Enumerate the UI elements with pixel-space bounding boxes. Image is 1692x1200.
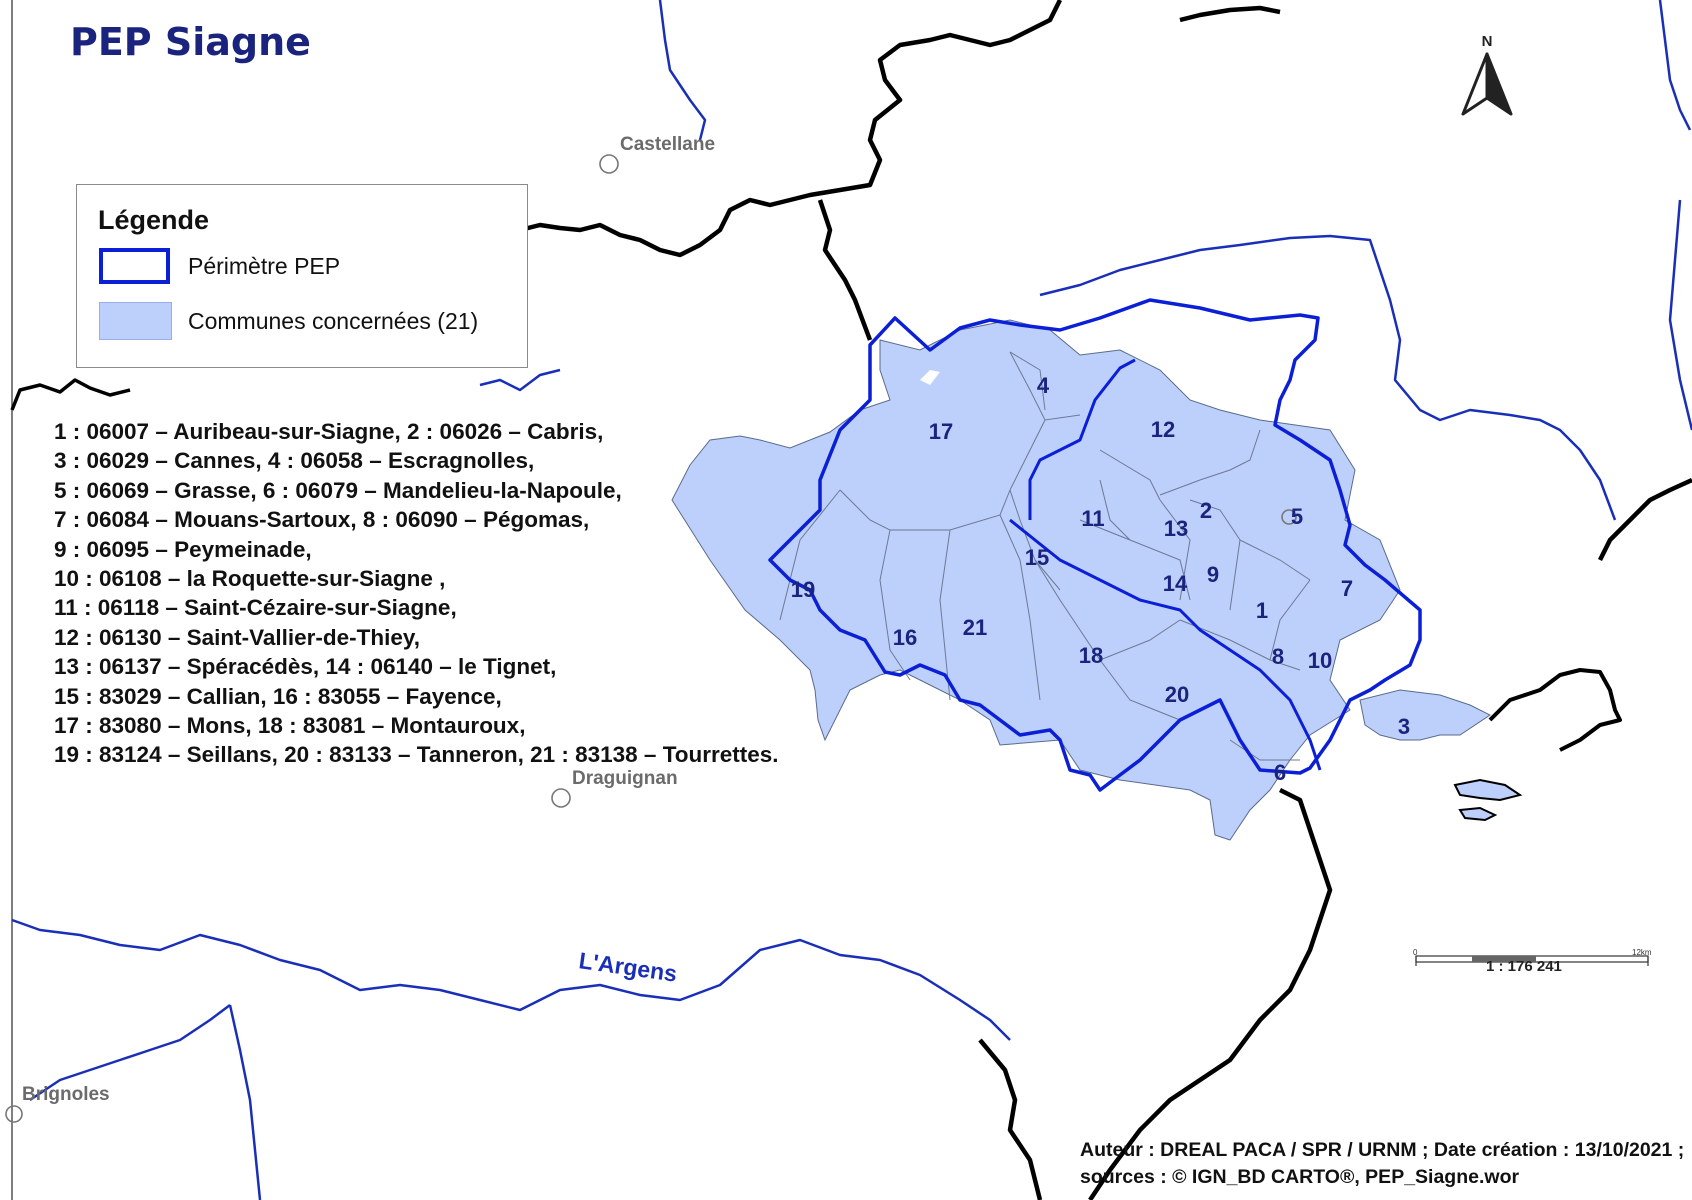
credits-line: sources : © IGN_BD CARTO®, PEP_Siagne.wo…	[1080, 1166, 1520, 1188]
coastline	[1488, 668, 1622, 752]
department-boundary	[519, 0, 1063, 258]
scale-ratio: 1 : 176 241	[1486, 958, 1562, 975]
commune-list-line: 17 : 83080 – Mons, 18 : 83081 – Montauro…	[54, 713, 526, 739]
scale-end-label: 12km	[1632, 948, 1652, 957]
town-marker-grasse	[1281, 509, 1297, 525]
commune-number: 19	[791, 577, 815, 602]
commune-number: 11	[1081, 506, 1104, 531]
commune-number: 2	[1200, 498, 1212, 523]
town-label-castellane: Castellane	[620, 134, 715, 155]
communes-area	[671, 319, 1491, 841]
commune-list: 1 : 06007 – Auribeau-sur-Siagne, 2 : 060…	[54, 417, 779, 770]
north-arrow-left	[1461, 52, 1489, 116]
commune-number: 10	[1308, 648, 1332, 673]
north-arrow-right	[1485, 52, 1513, 116]
commune-number: 7	[1341, 576, 1353, 601]
commune-list-line: 13 : 06137 – Spéracédès, 14 : 06140 – le…	[54, 654, 557, 680]
department-boundary-4	[1088, 787, 1333, 1200]
town-markers	[5, 154, 1297, 1123]
commune-list-line: 10 : 06108 – la Roquette-sur-Siagne ,	[54, 566, 446, 592]
commune-list-line: 15 : 83029 – Callian, 16 : 83055 – Fayen…	[54, 683, 502, 709]
commune-number: 1	[1256, 598, 1268, 623]
commune-number: 12	[1151, 417, 1175, 442]
commune-number: 17	[929, 419, 953, 444]
commune-number: 16	[893, 625, 917, 650]
commune-boundaries	[779, 351, 1311, 761]
legend-swatch-perimeter	[99, 248, 170, 284]
town-marker-draguignan	[551, 788, 571, 808]
map-title: PEP Siagne	[70, 20, 311, 64]
commune-list-line: 5 : 06069 – Grasse, 6 : 06079 – Mandelie…	[54, 477, 622, 503]
commune-number: 20	[1165, 682, 1189, 707]
lerins-island	[1453, 778, 1523, 822]
legend-title: Légende	[98, 205, 210, 235]
legend-label-perimeter: Périmètre PEP	[188, 253, 341, 279]
commune-number: 8	[1272, 644, 1284, 669]
commune-number: 18	[1079, 643, 1103, 668]
siagne-valley-line	[1009, 518, 1322, 771]
credits: Auteur : DREAL PACA / SPR / URNM ; Date …	[1080, 1137, 1684, 1191]
commune-number: 6	[1274, 760, 1286, 785]
town-marker-castellane	[599, 154, 619, 174]
department-boundary-5	[978, 1038, 1043, 1200]
commune-number: 5	[1291, 504, 1303, 529]
legend-label-communes: Communes concernées (21)	[188, 308, 479, 334]
town-label-brignoles: Brignoles	[22, 1084, 110, 1105]
commune-number: 15	[1025, 545, 1049, 570]
commune-list-line: 9 : 06095 – Peymeinade,	[54, 536, 312, 562]
north-arrow: N	[1461, 33, 1513, 116]
commune-list-line: 11 : 06118 – Saint-Cézaire-sur-Siagne,	[54, 595, 457, 621]
commune-number: 3	[1398, 714, 1410, 739]
pep-perimeter	[768, 298, 1422, 792]
scale-bar	[1415, 955, 1649, 966]
commune-number: 14	[1163, 571, 1188, 596]
department-boundary-3	[1179, 5, 1281, 23]
commune-number: 9	[1207, 562, 1219, 587]
north-label: N	[1482, 33, 1493, 50]
perimeter-inner-line	[1028, 358, 1136, 520]
coastline-2	[1597, 477, 1692, 562]
credits-line: Auteur : DREAL PACA / SPR / URNM ; Date …	[1080, 1139, 1685, 1161]
legend-panel: Légende Périmètre PEP Communes concernée…	[76, 184, 528, 368]
legend-swatch-communes	[99, 302, 172, 340]
commune-list-line: 7 : 06084 – Mouans-Sartoux, 8 : 06090 – …	[54, 507, 590, 533]
town-label-draguignan: Draguignan	[572, 768, 678, 789]
commune-number: 21	[963, 615, 987, 640]
river-label-argens: L'Argens	[577, 947, 678, 986]
scale-start-label: 0	[1413, 948, 1418, 957]
town-marker-brignoles	[5, 1105, 23, 1123]
department-boundary-6	[10, 378, 131, 411]
rivers	[11, 0, 1692, 1200]
commune-list-line: 1 : 06007 – Auribeau-sur-Siagne, 2 : 060…	[54, 419, 604, 444]
commune-list-line: 12 : 06130 – Saint-Vallier-de-Thiey,	[54, 624, 420, 650]
commune-number: 13	[1164, 516, 1188, 541]
commune-list-line: 19 : 83124 – Seillans, 20 : 83133 – Tann…	[54, 742, 779, 768]
commune-list-line: 3 : 06029 – Cannes, 4 : 06058 – Escragno…	[54, 448, 535, 474]
commune-number: 4	[1037, 373, 1050, 398]
department-boundary-2	[817, 199, 873, 341]
